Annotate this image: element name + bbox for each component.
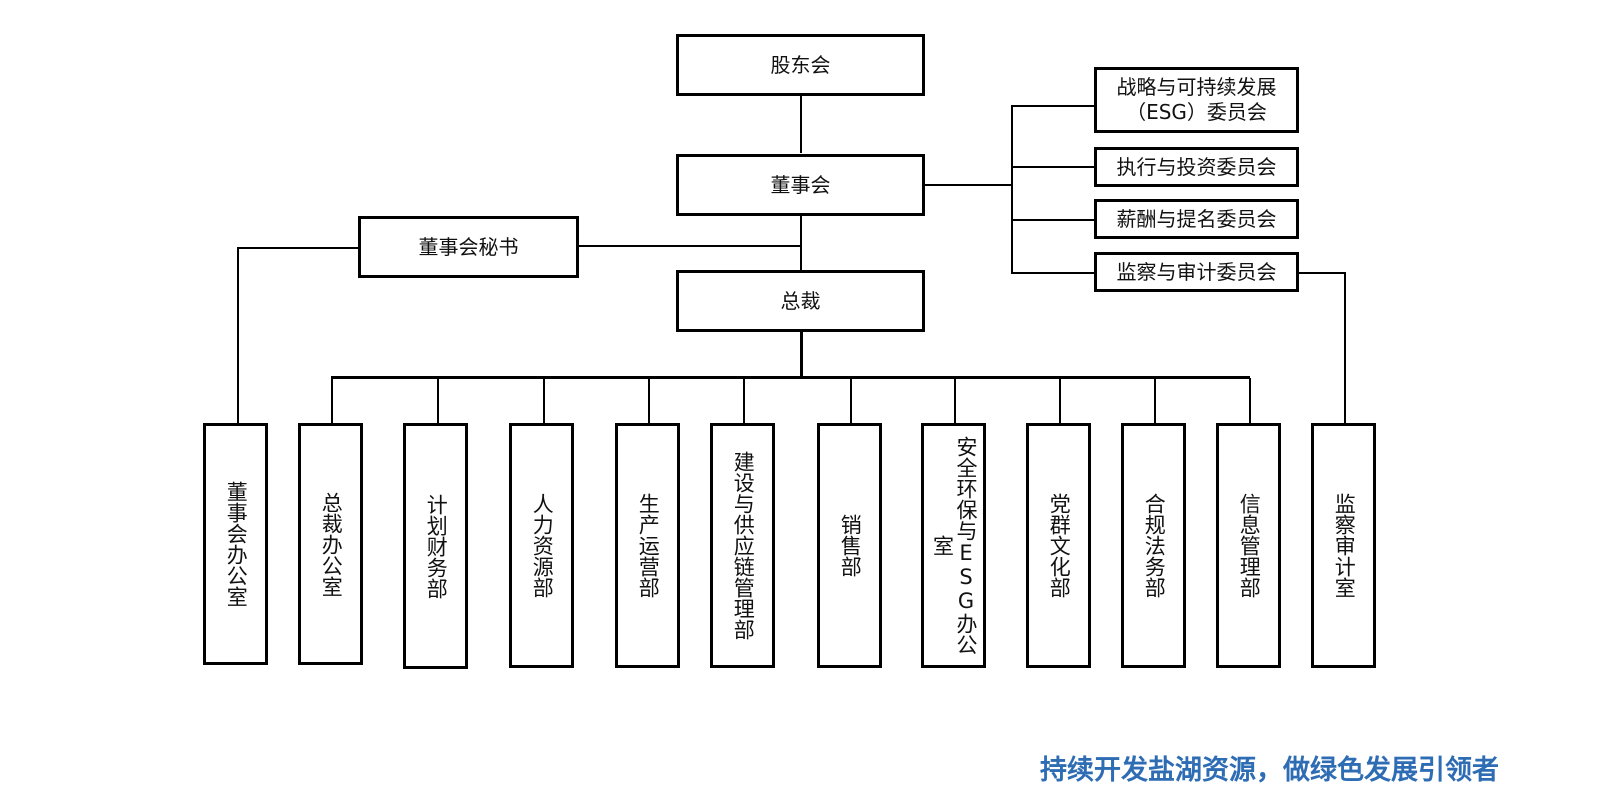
connector-board-committees: [924, 184, 1012, 186]
department-box-8: 安全环保与ESG办公室: [921, 423, 986, 668]
department-box-10: 合规法务部: [1121, 423, 1186, 668]
connector-committee-4: [1011, 272, 1095, 274]
department-label-4: 人力资源部: [530, 493, 555, 598]
connector-committee-1: [1011, 105, 1095, 107]
department-box-2: 总裁办公室: [298, 423, 363, 665]
department-label-3: 计划财务部: [424, 493, 449, 599]
connector-committee-2: [1011, 166, 1095, 168]
department-box-12: 监察审计室: [1311, 423, 1376, 668]
department-label-10: 合规法务部: [1142, 493, 1167, 598]
department-label-11: 信息管理部: [1237, 493, 1262, 598]
connector-dept-4: [543, 378, 545, 425]
connector-secretary-left: [237, 247, 361, 249]
department-label-9: 党群文化部: [1047, 493, 1072, 598]
connector-dept-3: [437, 378, 439, 425]
committee-box-2: 执行与投资委员会: [1094, 147, 1299, 187]
committee-box-1: 战略与可持续发展（ESG）委员会: [1094, 67, 1299, 133]
connector-secretary-trunk: [578, 245, 800, 247]
slogan: 持续开发盐湖资源，做绿色发展引领者: [1040, 755, 1499, 786]
connector-audit-right: [1298, 272, 1346, 274]
department-label-12: 监察审计室: [1332, 493, 1357, 598]
department-label-6: 建设与供应链管理部: [731, 451, 756, 640]
department-label-2: 总裁办公室: [319, 491, 344, 597]
connector-secretary-down: [237, 247, 239, 425]
connector-committee-3: [1011, 219, 1095, 221]
connector-audit-down: [1344, 272, 1346, 425]
board-secretary-box: 董事会秘书: [358, 216, 579, 278]
connector-dept-11: [1249, 378, 1251, 425]
department-label-7: 销售部: [838, 514, 863, 577]
connector-department-bus: [331, 376, 1250, 379]
committee-box-3: 薪酬与提名委员会: [1094, 199, 1299, 239]
president-label: 总裁: [780, 288, 821, 313]
department-box-11: 信息管理部: [1216, 423, 1281, 668]
committee-label-2: 执行与投资委员会: [1116, 154, 1277, 179]
department-box-4: 人力资源部: [509, 423, 574, 668]
department-box-9: 党群文化部: [1026, 423, 1091, 668]
board-box: 董事会: [676, 154, 925, 216]
department-box-3: 计划财务部: [403, 423, 468, 669]
connector-shareholders-board: [800, 95, 802, 153]
shareholders-box: 股东会: [676, 34, 925, 96]
committee-label-1: 战略与可持续发展（ESG）委员会: [1116, 75, 1277, 124]
committee-label-4: 监察与审计委员会: [1116, 259, 1277, 284]
committee-box-4: 监察与审计委员会: [1094, 252, 1299, 292]
committee-label-3: 薪酬与提名委员会: [1116, 206, 1277, 231]
connector-dept-10: [1154, 378, 1156, 425]
board-secretary-label: 董事会秘书: [418, 234, 519, 259]
connector-dept-9: [1059, 378, 1061, 425]
board-label: 董事会: [770, 172, 831, 197]
president-box: 总裁: [676, 270, 925, 332]
department-box-7: 销售部: [817, 423, 882, 668]
connector-board-president: [800, 215, 802, 273]
department-label-1: 董事会办公室: [224, 481, 249, 607]
connector-committees-spine: [1011, 105, 1013, 274]
connector-dept-8: [954, 378, 956, 425]
connector-president-bus: [800, 330, 803, 378]
connector-dept-2: [331, 378, 333, 425]
department-label-8: 安全环保与ESG办公室: [930, 436, 979, 655]
department-box-5: 生产运营部: [615, 423, 680, 668]
connector-dept-6: [743, 378, 745, 425]
department-box-6: 建设与供应链管理部: [710, 423, 775, 668]
department-label-5: 生产运营部: [636, 493, 661, 598]
department-box-1: 董事会办公室: [203, 423, 268, 665]
shareholders-label: 股东会: [770, 52, 831, 77]
connector-dept-5: [648, 378, 650, 425]
connector-dept-7: [850, 378, 852, 425]
